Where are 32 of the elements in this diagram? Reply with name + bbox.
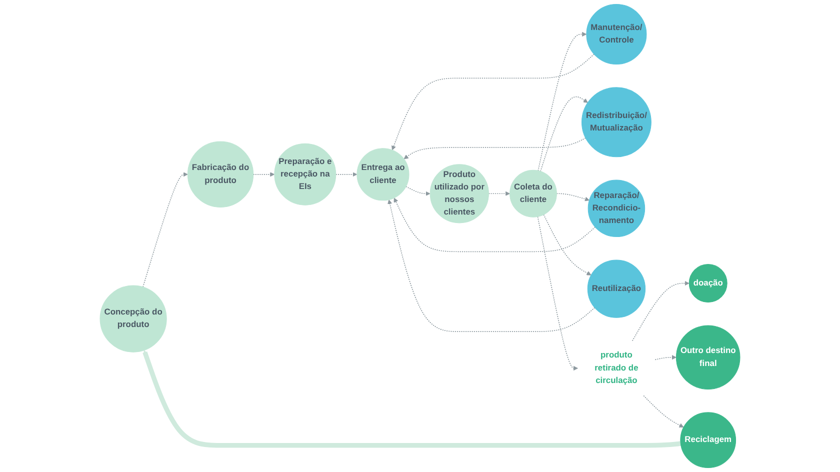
node-circle: Manutenção/ Controle bbox=[586, 4, 647, 64]
node-circle: Outro destino final bbox=[676, 325, 740, 390]
node-circle: Fabricação do produto bbox=[187, 141, 254, 208]
arrow bbox=[142, 350, 681, 448]
arrow bbox=[543, 214, 592, 276]
arrow bbox=[388, 200, 596, 332]
node-circle: Reciclagem bbox=[680, 412, 736, 468]
arrow bbox=[537, 216, 578, 371]
arrow bbox=[335, 172, 358, 177]
arrow bbox=[654, 355, 676, 360]
arrow bbox=[556, 193, 590, 202]
arrow bbox=[252, 172, 275, 177]
arrow bbox=[632, 280, 690, 342]
node-circle: Preparação e recepção na EIs bbox=[274, 143, 336, 206]
arrow bbox=[392, 54, 594, 150]
node-circle: Redistribuição/ Mutualização bbox=[582, 87, 652, 158]
arrow bbox=[406, 186, 430, 196]
arrow bbox=[540, 96, 588, 172]
node-text: produto retirado de circulação bbox=[594, 350, 638, 386]
arrow bbox=[488, 191, 510, 196]
node-circle: doação bbox=[688, 264, 728, 303]
arrow bbox=[394, 198, 596, 252]
node-circle: Reutilização bbox=[587, 260, 646, 318]
node-circle: Coleta do cliente bbox=[510, 170, 557, 218]
node-circle: Entrega ao cliente bbox=[356, 148, 410, 201]
arrow bbox=[404, 138, 586, 160]
arrow bbox=[142, 172, 188, 288]
node-circle: Reparação/ Recondicio- namento bbox=[588, 180, 646, 238]
arrow bbox=[643, 395, 684, 428]
node-circle: Concepção do produto bbox=[100, 285, 167, 352]
arrow bbox=[538, 32, 587, 172]
node-circle: Produto utilizado por nossos clientes bbox=[430, 164, 489, 224]
